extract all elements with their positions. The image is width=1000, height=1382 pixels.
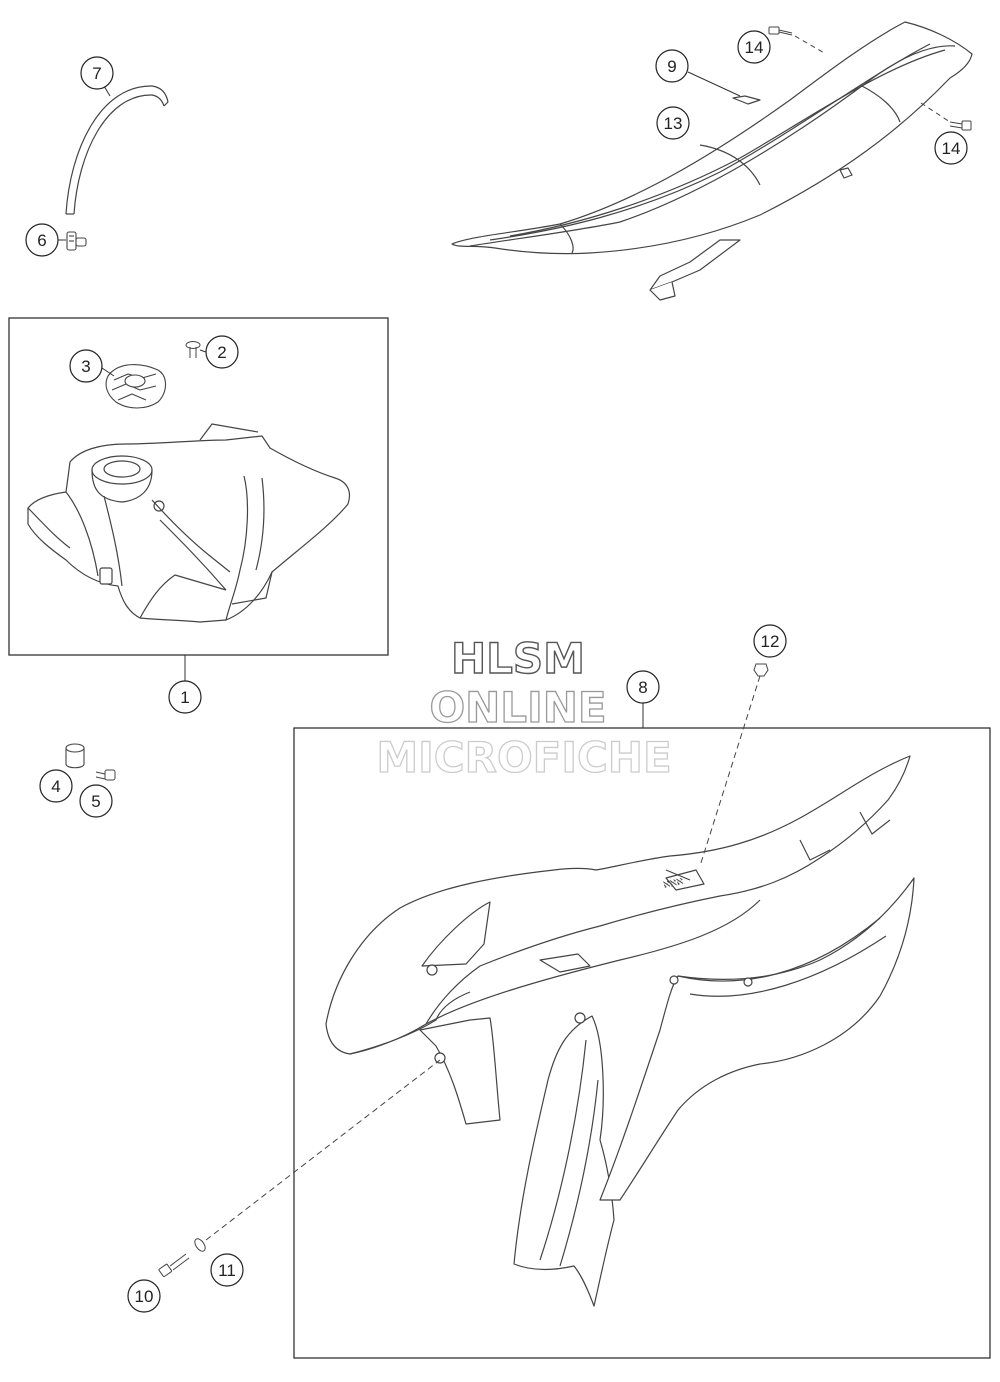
watermark-line3: MICROFICHE bbox=[376, 733, 671, 782]
callout-1-label: 1 bbox=[180, 688, 189, 707]
side-panel-left-drawing: ℵℵℵ bbox=[325, 755, 911, 1125]
seat-screw-rear-dash bbox=[920, 102, 951, 123]
callout-7-label: 7 bbox=[92, 64, 101, 83]
callout-8[interactable]: 8 bbox=[626, 670, 660, 704]
panel-screw-12-drawing bbox=[753, 663, 769, 677]
watermark-line2: ONLINE bbox=[429, 683, 606, 732]
callout-5[interactable]: 5 bbox=[79, 784, 113, 818]
tank-group-frame bbox=[8, 317, 389, 656]
hose-fitting-drawing bbox=[66, 231, 87, 251]
watermark-line1: HLSM bbox=[451, 634, 585, 683]
callout-3-label: 3 bbox=[81, 357, 90, 376]
callout-13[interactable]: 13 bbox=[656, 106, 690, 140]
callout-3-leader bbox=[101, 367, 115, 377]
callout-13-label: 13 bbox=[664, 114, 683, 133]
callout-12[interactable]: 12 bbox=[753, 624, 787, 658]
callout-9[interactable]: 9 bbox=[655, 49, 689, 83]
callout-10-label: 10 bbox=[135, 1287, 154, 1306]
panel-screw-12-dash bbox=[699, 675, 761, 867]
callout-9-label: 9 bbox=[667, 57, 676, 76]
callout-14-rear-label: 14 bbox=[942, 139, 961, 158]
callout-1[interactable]: 1 bbox=[168, 680, 202, 714]
spacer-drawing bbox=[65, 743, 85, 769]
small-screw-drawing bbox=[95, 769, 116, 781]
panel-screw-10-dash bbox=[205, 1059, 441, 1241]
callout-11[interactable]: 11 bbox=[210, 1253, 244, 1287]
callout-14-rear[interactable]: 14 bbox=[934, 131, 968, 165]
callout-2-label: 2 bbox=[217, 343, 226, 362]
callout-2[interactable]: 2 bbox=[205, 335, 239, 369]
svg-text:ℵℵℵ: ℵℵℵ bbox=[662, 876, 684, 890]
panel-washer-11-drawing bbox=[194, 1238, 206, 1252]
callout-8-label: 8 bbox=[638, 678, 647, 697]
callout-7-leader bbox=[103, 85, 111, 97]
seat-screw-rear-drawing bbox=[949, 120, 972, 131]
callout-6[interactable]: 6 bbox=[25, 223, 59, 257]
callout-12-label: 12 bbox=[761, 632, 780, 651]
callout-11-label: 11 bbox=[218, 1261, 236, 1280]
seat-screw-front-drawing bbox=[768, 26, 793, 36]
callout-5-label: 5 bbox=[91, 792, 100, 811]
seat-drawing bbox=[451, 21, 973, 301]
tank-bolt-drawing bbox=[185, 341, 201, 358]
callout-10[interactable]: 10 bbox=[127, 1279, 161, 1313]
callout-2-leader bbox=[199, 349, 207, 353]
side-panel-group-frame bbox=[293, 727, 991, 1359]
callout-4[interactable]: 4 bbox=[39, 769, 73, 803]
panel-screw-10-drawing bbox=[158, 1253, 190, 1278]
seat-screw-front-dash bbox=[794, 35, 827, 55]
fuel-tank-drawing bbox=[27, 423, 351, 623]
callout-14-front[interactable]: 14 bbox=[737, 30, 771, 64]
callout-4-label: 4 bbox=[51, 777, 60, 796]
watermark: HLSM ONLINE MICROFICHE bbox=[376, 633, 673, 782]
callout-9-leader bbox=[687, 71, 741, 97]
tank-cap-drawing bbox=[105, 364, 167, 409]
fuel-hose-drawing bbox=[65, 85, 169, 215]
callout-14-front-label: 14 bbox=[745, 38, 764, 57]
callout-7[interactable]: 7 bbox=[80, 56, 114, 90]
side-panel-right-drawing bbox=[513, 877, 915, 1307]
callout-3[interactable]: 3 bbox=[69, 349, 103, 383]
callout-6-label: 6 bbox=[37, 231, 46, 250]
